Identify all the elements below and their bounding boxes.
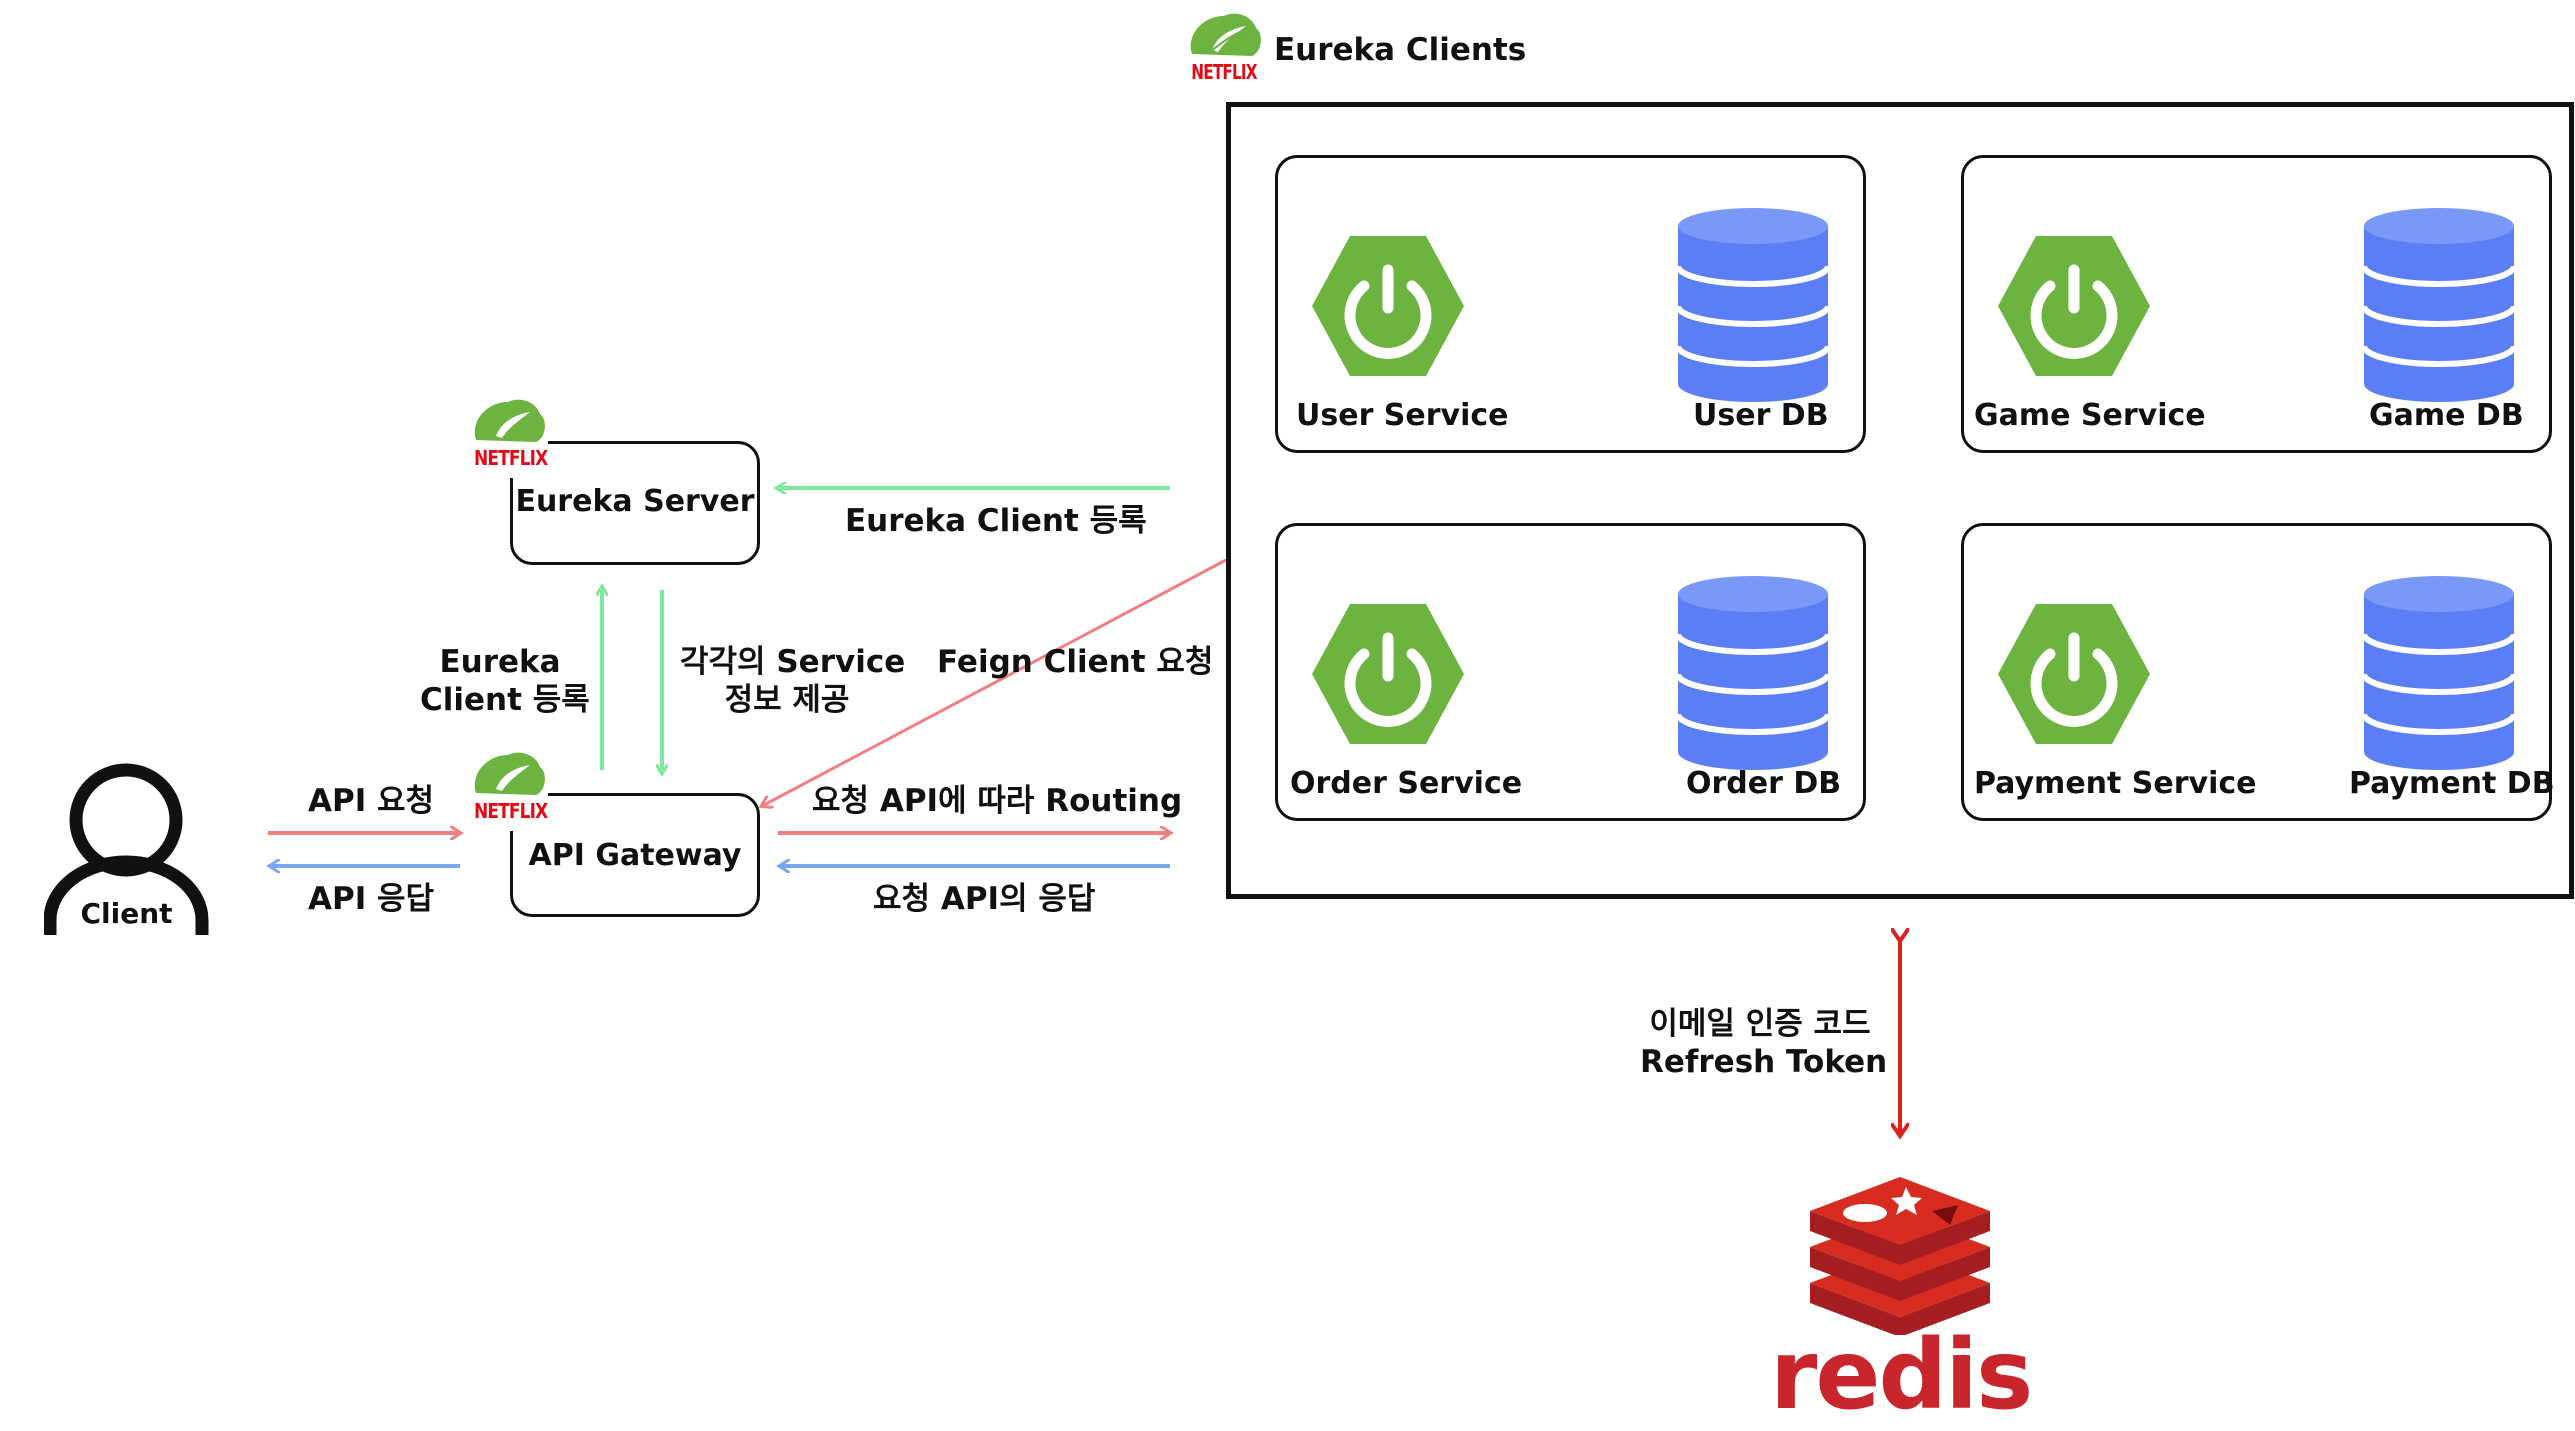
eureka-clients-title: Eureka Clients [1274,32,1527,68]
database-icon [1676,576,1830,770]
eureka-server-label: Eureka Server [515,484,755,519]
order-service-box: Order Service Order DB [1275,523,1866,821]
order-service-label: Order Service [1290,766,1523,801]
spring-cloud-leaf-icon [474,399,545,442]
api-gateway-label: API Gateway [528,838,742,873]
spring-boot-icon [1312,604,1464,744]
redis-cube-icon [1810,1177,1990,1337]
arrow-feign [762,558,1227,806]
client-label: Client [80,897,173,930]
user-service-box: User Service User DB [1275,155,1866,453]
eureka-clients-netflix-logo: NETFLIX [1184,6,1264,92]
label-gateway-register-line2: Client 등록 [420,682,590,718]
payment-service-label: Payment Service [1974,766,2257,801]
label-redis-data: 이메일 인증 코드 Refresh Token [1640,1005,1888,1081]
netflix-brand: NETFLIX [1191,60,1257,84]
label-gateway-register-line1: Eureka [439,644,561,680]
redis-label: redis [1770,1319,2033,1431]
netflix-brand: NETFLIX [474,446,548,470]
label-eureka-client-register: Eureka Client 등록 [845,503,1147,539]
eureka-server-box: Eureka Server [510,441,760,565]
spring-boot-icon [1998,236,2150,376]
database-icon [1676,208,1830,402]
label-api-response: API 응답 [308,881,435,917]
spring-cloud-leaf-icon [1190,13,1261,56]
user-db-label: User DB [1693,398,1829,433]
label-service-info: 각각의 Service 정보 제공 [680,643,906,719]
label-api-request: API 요청 [308,783,435,819]
eureka-clients-group [1226,102,2574,899]
label-service-response: 요청 API의 응답 [873,881,1096,917]
payment-db-label: Payment DB [2349,766,2555,801]
spring-boot-icon [1312,236,1464,376]
database-icon [2362,576,2516,770]
game-service-box: Game Service Game DB [1961,155,2552,453]
user-service-label: User Service [1296,398,1509,433]
redis-logo: redis [1770,1175,2033,1431]
client-node: Client [43,760,209,935]
user-icon [43,763,209,935]
label-redis-data-line1: 이메일 인증 코드 [1649,1006,1871,1042]
database-icon [2362,208,2516,402]
label-redis-data-line2: Refresh Token [1640,1044,1888,1080]
api-gateway-box: API Gateway [510,793,760,917]
order-db-label: Order DB [1686,766,1842,801]
payment-service-box: Payment Service Payment DB [1961,523,2555,821]
netflix-brand: NETFLIX [474,799,548,823]
game-db-label: Game DB [2369,398,2524,433]
label-service-info-line1: 각각의 Service [680,644,906,680]
spring-boot-icon [1998,604,2150,744]
api-gateway-netflix-logo: NETFLIX [468,745,548,831]
label-gateway-register: Eureka Client 등록 [420,643,590,719]
spring-cloud-leaf-icon [474,752,545,795]
label-routing: 요청 API에 따라 Routing [812,783,1183,819]
game-service-label: Game Service [1974,398,2206,433]
label-feign-request: Feign Client 요청 [937,644,1214,680]
label-service-info-line2: 정보 제공 [724,682,850,718]
eureka-server-netflix-logo: NETFLIX [468,392,548,478]
